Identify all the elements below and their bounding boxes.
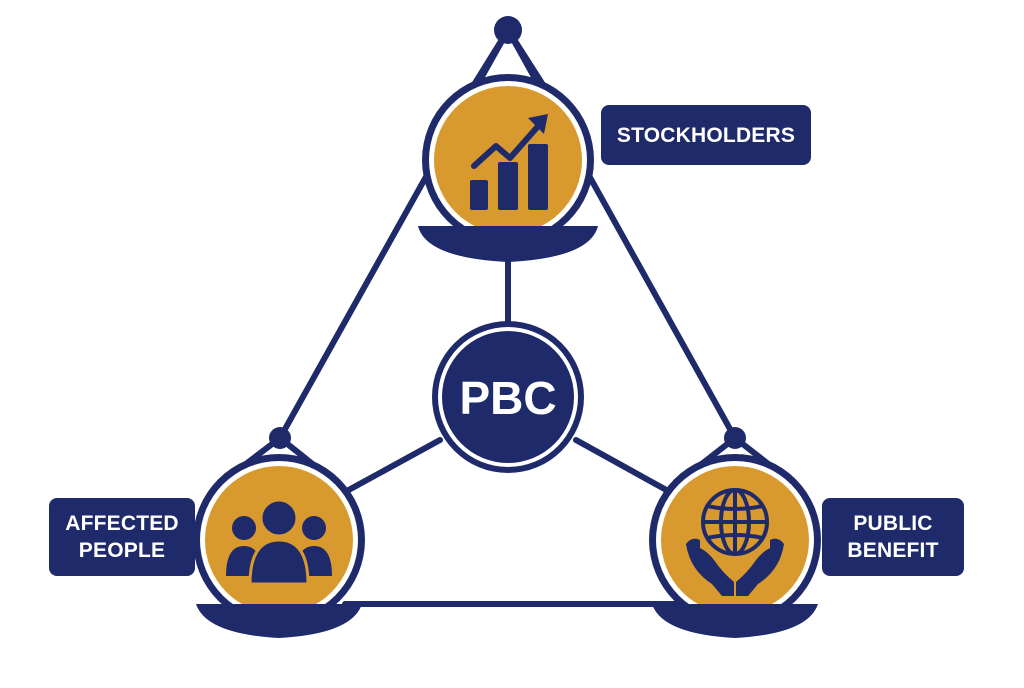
stockholders-scale-pan [418,226,598,262]
people-group-icon [226,498,332,586]
bar-chart-growth-icon [470,114,548,210]
public-benefit-scale-pan [652,604,818,638]
affected-people-label: AFFECTED PEOPLE [49,498,195,576]
stockholders-node [418,74,598,262]
public-benefit-label-line2: BENEFIT [847,539,939,562]
public-benefit-label-line1: PUBLIC [853,512,933,535]
globe-in-hands-icon [686,488,784,596]
affected-people-label-line2: PEOPLE [78,539,166,562]
affected-people-scale-pan [196,604,362,638]
right-pivot-dot [724,427,746,449]
stockholders-label: STOCKHOLDERS [601,105,811,165]
left-pivot-dot [269,427,291,449]
public-benefit-node [649,454,821,638]
pbc-center-text: PBC [459,372,556,424]
affected-people-label-line1: AFFECTED [65,512,179,535]
stockholders-label-text: STOCKHOLDERS [616,123,796,147]
pbc-center-node: PBC [432,321,584,473]
public-benefit-label: PUBLIC BENEFIT [822,498,964,576]
affected-people-node [193,454,365,638]
apex-pivot-dot [494,16,522,44]
